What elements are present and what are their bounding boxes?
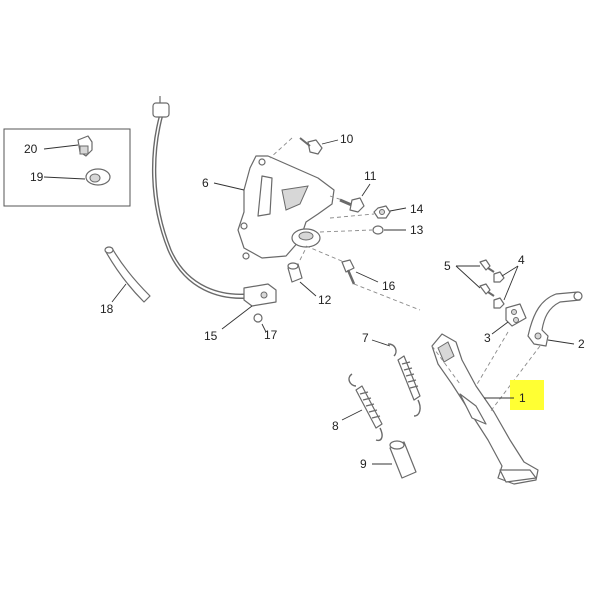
- part-10-bolt: 10: [269, 132, 354, 159]
- callout-17: 17: [264, 328, 278, 342]
- callout-9: 9: [360, 457, 367, 471]
- callout-7: 7: [362, 331, 369, 345]
- part-14-nut: 14: [373, 202, 424, 219]
- part-11-bolt: 11: [329, 169, 377, 213]
- callout-12: 12: [318, 293, 332, 307]
- callout-10: 10: [340, 132, 354, 146]
- part-2-bracket: 2: [527, 291, 585, 351]
- callout-14: 14: [410, 202, 424, 216]
- callout-13: 13: [410, 223, 424, 237]
- callout-15: 15: [204, 329, 218, 343]
- inset-box: [3, 128, 131, 207]
- part-16-bolt: 16: [305, 245, 421, 311]
- part-3-plate: 3: [484, 303, 527, 345]
- callout-1-highlight: 1: [484, 380, 544, 410]
- part-17-screw: 17: [253, 313, 278, 342]
- callout-4: 4: [518, 253, 525, 267]
- part-6-bracket: 6: [202, 155, 335, 260]
- part-12-sleeve: 12: [287, 247, 332, 307]
- part-15-sensor-harness: 15: [151, 96, 277, 343]
- callout-2: 2: [578, 337, 585, 351]
- callout-19: 19: [30, 170, 44, 184]
- callout-20: 20: [24, 142, 38, 156]
- callout-5: 5: [444, 259, 451, 273]
- part-1-side-stand: [431, 331, 541, 485]
- callout-11: 11: [364, 169, 377, 183]
- part-8-spring: 8: [332, 373, 383, 442]
- callout-8: 8: [332, 419, 339, 433]
- callout-6: 6: [202, 176, 209, 190]
- callout-1: 1: [519, 391, 526, 405]
- part-18-tube: 18: [100, 246, 151, 316]
- part-9-bushing: 9: [360, 440, 417, 479]
- part-5-bolts: 5: [444, 259, 495, 297]
- part-7-spring: 7: [362, 331, 421, 417]
- part-13-washer: 13: [319, 213, 424, 237]
- part-4-nuts: 4: [493, 253, 525, 309]
- part-20-clip: 20: [24, 135, 93, 157]
- part-19-grommet: 19: [30, 168, 111, 186]
- callout-16: 16: [382, 279, 396, 293]
- callout-3: 3: [484, 331, 491, 345]
- callout-18: 18: [100, 302, 114, 316]
